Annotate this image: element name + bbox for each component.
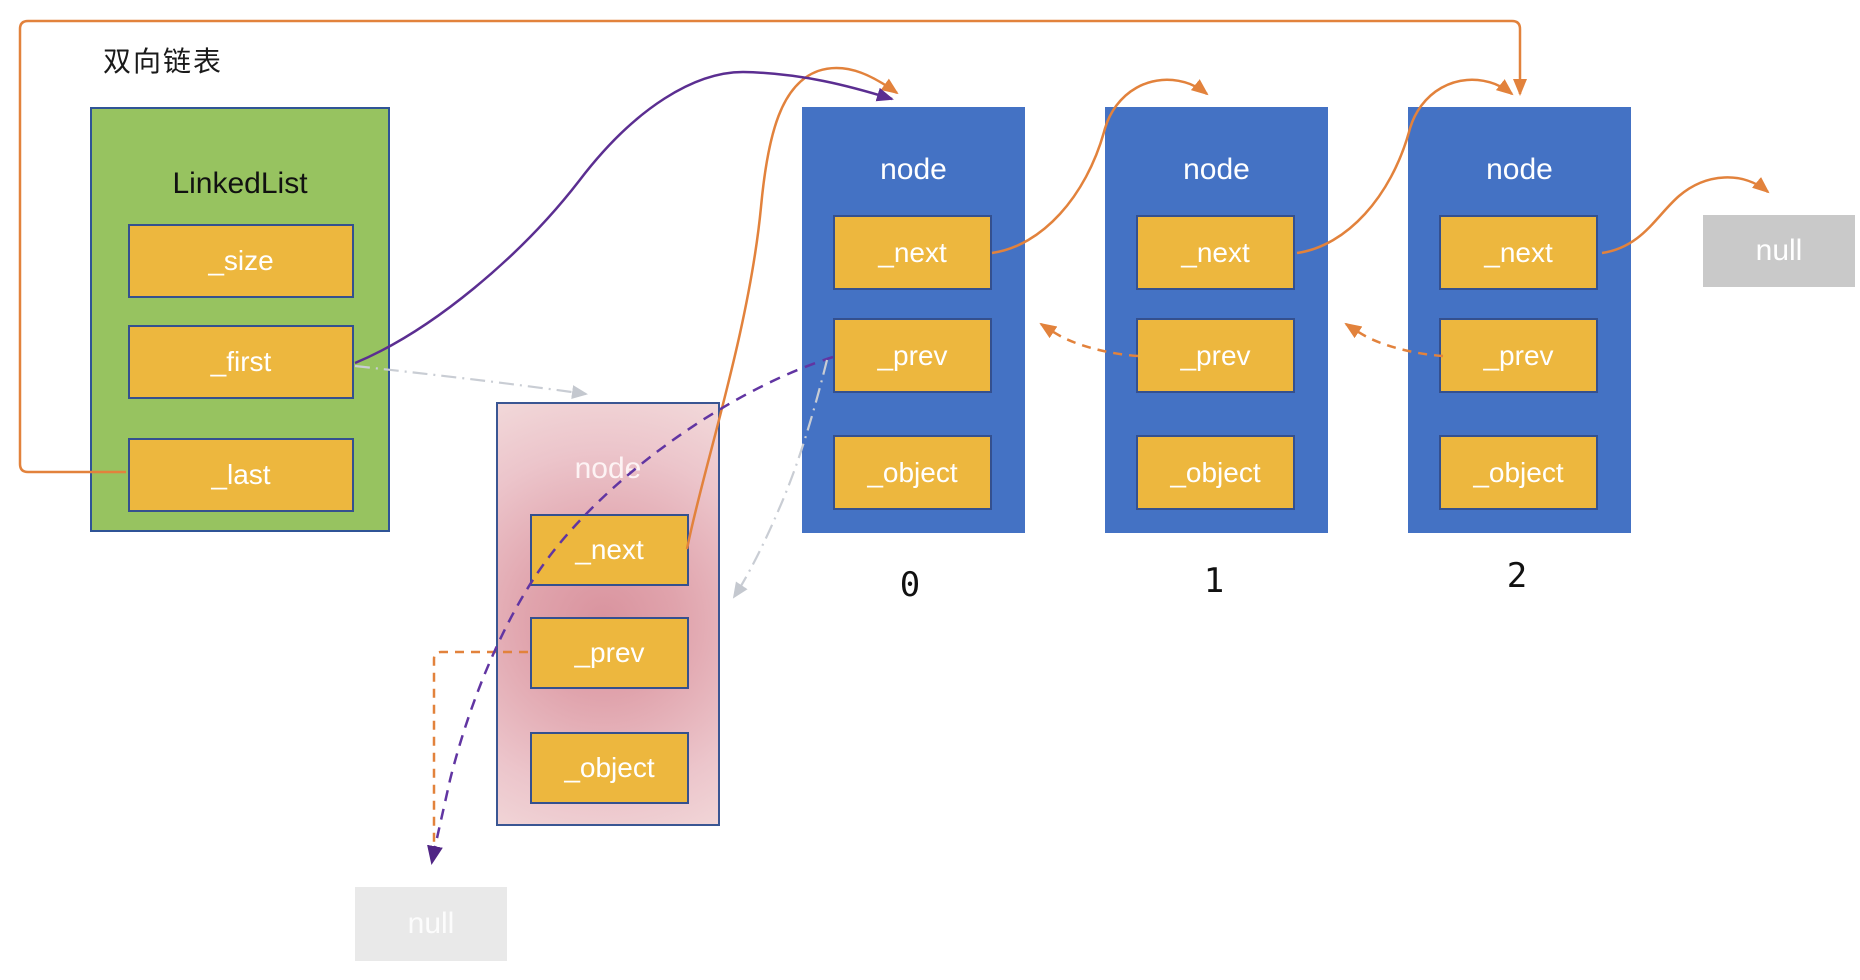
detached-node-box: node _next _prev _object: [496, 402, 720, 826]
linkedlist-title: LinkedList: [172, 167, 308, 200]
linkedlist-field-first: _first: [128, 325, 354, 399]
node0-field-object: _object: [833, 435, 992, 510]
index-label-1: 1: [1203, 561, 1225, 601]
linkedlist-field-size: _size: [128, 224, 354, 298]
node0-field-prev: _prev: [833, 318, 992, 393]
linkedlist-box: LinkedList _size _first _last: [90, 107, 390, 532]
node-title: node: [1486, 153, 1553, 186]
detached-field-prev: _prev: [530, 617, 689, 689]
index-label-0: 0: [899, 565, 921, 605]
node-title: node: [1183, 153, 1250, 186]
node1-field-prev: _prev: [1136, 318, 1295, 393]
index-label-2: 2: [1506, 556, 1528, 596]
null-box-bottom: null: [355, 887, 507, 961]
null-box-right: null: [1703, 215, 1855, 287]
node2-field-next: _next: [1439, 215, 1598, 290]
diagram-title: 双向链表: [103, 45, 224, 78]
node2-field-object: _object: [1439, 435, 1598, 510]
node0-field-next: _next: [833, 215, 992, 290]
linkedlist-field-last: _last: [128, 438, 354, 512]
detached-field-object: _object: [530, 732, 689, 804]
node-title: node: [880, 153, 947, 186]
node-box-2: node _next _prev _object: [1408, 107, 1631, 533]
node-title: node: [574, 452, 642, 485]
node1-field-next: _next: [1136, 215, 1295, 290]
node-box-0: node _next _prev _object: [802, 107, 1025, 533]
node-box-1: node _next _prev _object: [1105, 107, 1328, 533]
detached-field-next: _next: [530, 514, 689, 586]
node2-field-prev: _prev: [1439, 318, 1598, 393]
node1-field-object: _object: [1136, 435, 1295, 510]
